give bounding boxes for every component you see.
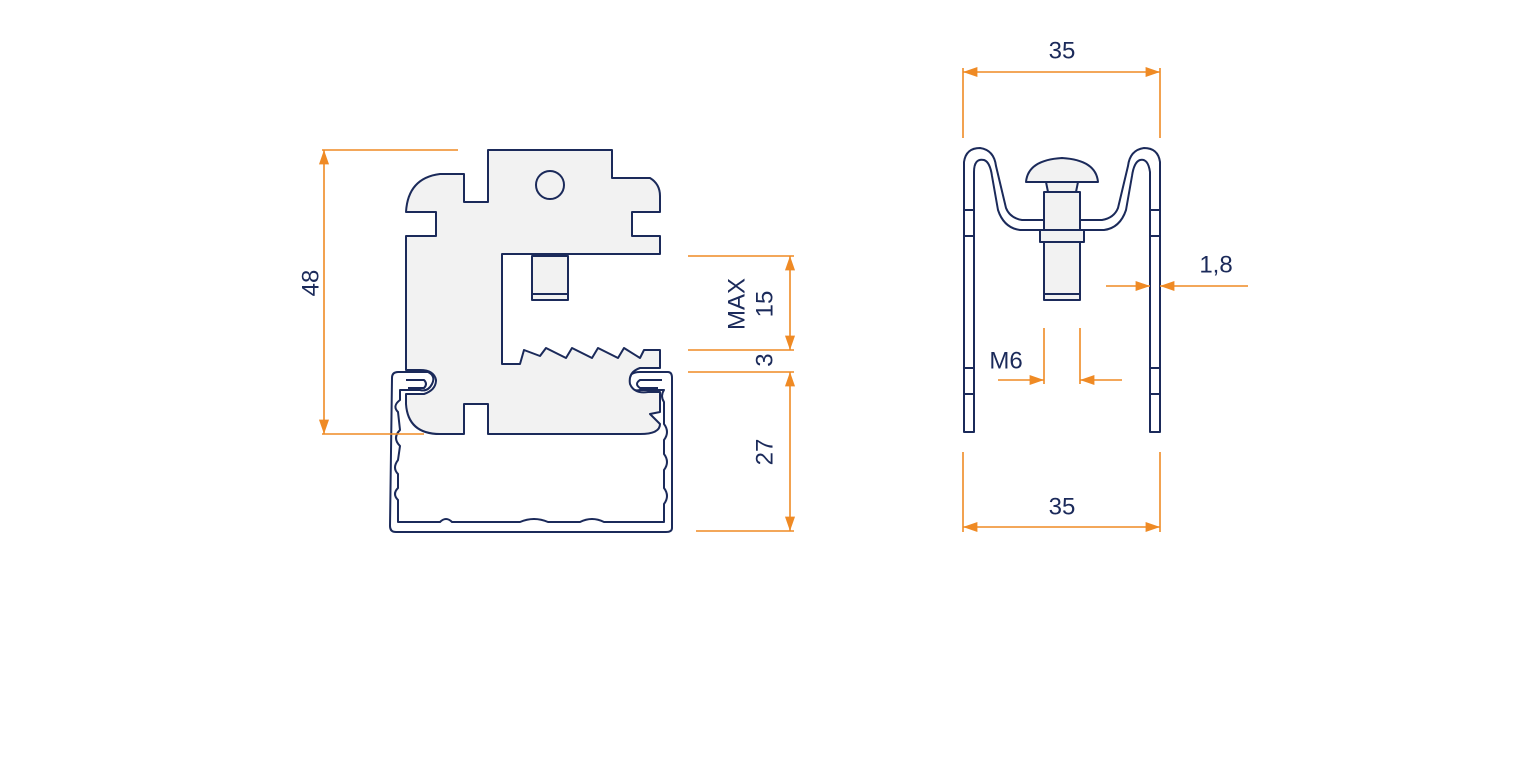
screw-head[interactable] <box>1025 157 1099 183</box>
dimension-35-bottom: 35 <box>962 452 1161 533</box>
clamp-plate[interactable] <box>405 149 661 435</box>
front-view <box>963 147 1161 433</box>
dim-48-label: 48 <box>297 270 324 297</box>
dimension-48: 48 <box>297 149 458 435</box>
screw-shank <box>1043 191 1081 231</box>
dim-35-bottom-label: 35 <box>1049 493 1076 520</box>
dim-3-label: 3 <box>751 353 778 366</box>
channel-profile <box>389 371 673 533</box>
dimension-35-top: 35 <box>962 37 1161 138</box>
dimension-1-8: 1,8 <box>1106 251 1248 292</box>
dim-max-label: MAX <box>723 278 750 330</box>
dim-m6-label: M6 <box>989 347 1022 374</box>
dim-1-8-label: 1,8 <box>1199 251 1232 278</box>
dimension-27: 27 <box>696 372 796 532</box>
side-view <box>389 149 673 533</box>
dimension-3: 3 <box>688 353 794 373</box>
channel-inner-right <box>636 379 662 389</box>
dim-35-top-label: 35 <box>1049 37 1076 64</box>
channel-inner <box>406 379 427 389</box>
screw-stub <box>531 255 569 301</box>
dim-27-label: 27 <box>751 439 778 466</box>
dim-15-label: 15 <box>751 291 778 318</box>
dimension-max-15: MAX 15 <box>688 255 796 351</box>
dimension-m6: M6 <box>989 328 1122 386</box>
mounting-hole <box>535 170 565 200</box>
spring-clip[interactable] <box>963 147 1161 433</box>
